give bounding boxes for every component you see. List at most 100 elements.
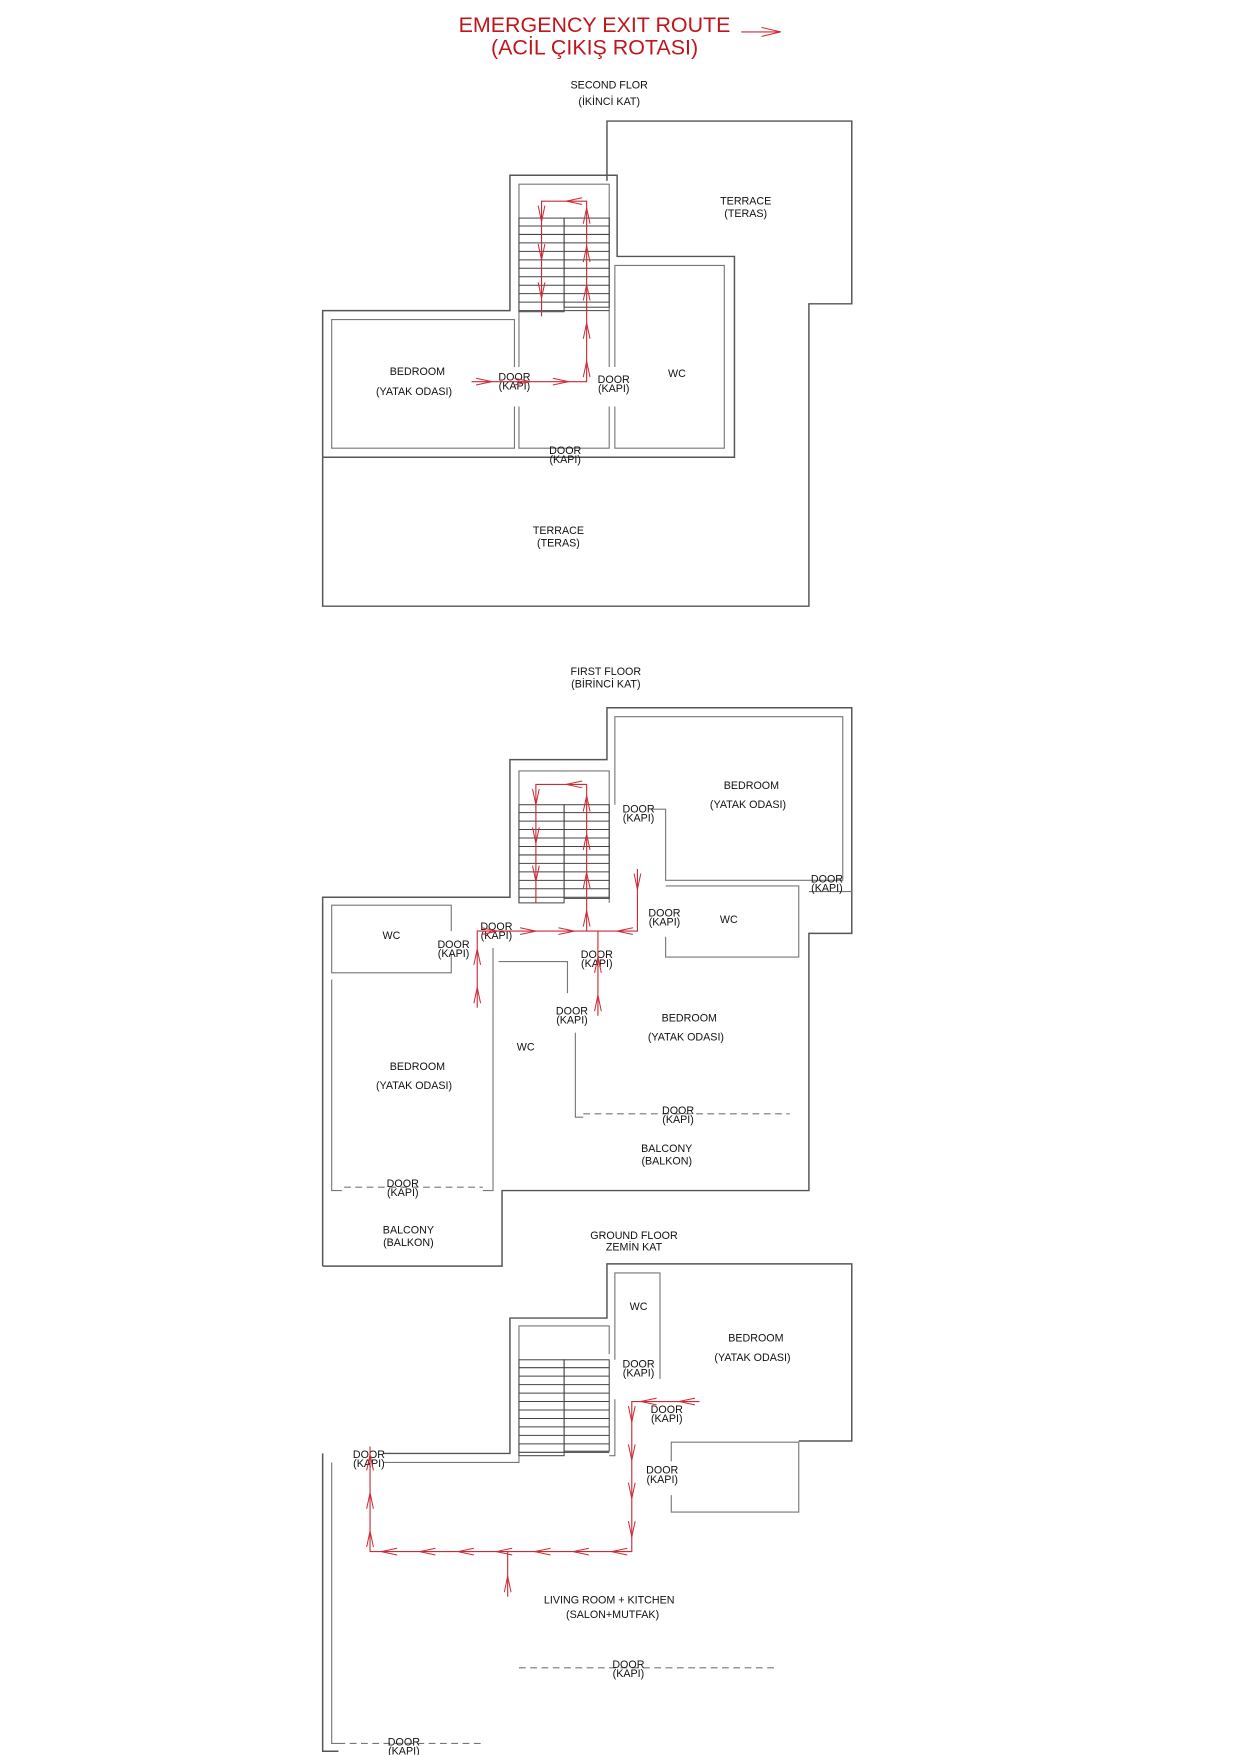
door-label: (KAPI)	[556, 1015, 588, 1027]
route-arrow-icon	[582, 872, 591, 889]
room-label: LIVING ROOM + KITCHEN	[544, 1594, 675, 1606]
room-label: WC	[517, 1042, 535, 1054]
room-label: (YATAK ODASI)	[714, 1352, 790, 1364]
staircase	[518, 804, 610, 904]
route-arrow-icon	[366, 1492, 374, 1509]
room-label: WC	[630, 1301, 648, 1313]
door-label: (KAPI)	[353, 1458, 385, 1470]
floor-title: GROUND FLOOR	[590, 1230, 678, 1242]
route-arrow-icon	[627, 1444, 636, 1461]
stair-flight	[518, 804, 565, 904]
door-label: DOOR	[612, 1659, 644, 1671]
exit-routes	[366, 197, 700, 1597]
room-label: (TERAS)	[724, 208, 767, 220]
floor-title: SECOND FLOR	[571, 79, 649, 91]
door-label: DOOR	[646, 1465, 678, 1477]
route-arrow-icon	[573, 1547, 590, 1556]
route-arrow-icon	[534, 1547, 551, 1556]
route-arrow-icon	[514, 377, 531, 386]
room-label: BEDROOM	[662, 1012, 717, 1024]
legend-arrow-icon	[741, 26, 781, 37]
room-label: (YATAK ODASI)	[376, 386, 452, 398]
route-arrow-icon	[503, 1576, 512, 1593]
door-label: (KAPI)	[388, 1746, 420, 1755]
route-arrow-icon	[582, 207, 591, 224]
room-label: (BALKON)	[383, 1237, 434, 1249]
route-arrow-icon	[496, 1547, 513, 1556]
room-label: TERRACE	[720, 196, 771, 208]
route-arrow-icon	[537, 205, 546, 222]
door-label: DOOR	[622, 804, 654, 816]
door-label: DOOR	[353, 1449, 385, 1461]
door-label: (KAPI)	[613, 1668, 645, 1680]
route-arrow-icon	[475, 377, 492, 386]
room-label: WC	[668, 368, 686, 380]
route-arrow-icon	[419, 1547, 436, 1556]
exit-route	[503, 1551, 512, 1597]
door-label: DOOR	[480, 921, 512, 933]
room-label: (YATAK ODASI)	[710, 799, 786, 811]
door-label: DOOR	[437, 939, 469, 951]
door-label: DOOR	[662, 1105, 694, 1117]
route-arrow-icon	[566, 197, 583, 206]
ground-floor-plan: GROUND FLOOR ZEMİN KAT WC BEDROOM (YATAK…	[321, 1230, 853, 1755]
door-label: DOOR	[549, 445, 581, 457]
room-label: BEDROOM	[728, 1333, 783, 1345]
door-label: (KAPI)	[438, 948, 470, 960]
room-label: BALCONY	[383, 1224, 434, 1236]
route-arrow-icon	[537, 282, 546, 299]
floor-title-tr: ZEMİN KAT	[606, 1240, 663, 1253]
exit-route	[473, 927, 587, 1008]
door-label: (KAPI)	[662, 1114, 694, 1126]
room-label: (YATAK ODASI)	[376, 1080, 452, 1092]
door-label: DOOR	[622, 1359, 654, 1371]
route-arrow-icon	[594, 995, 602, 1012]
route-arrow-icon	[566, 780, 583, 789]
exit-route	[366, 1397, 700, 1556]
route-arrow-icon	[582, 284, 591, 301]
route-arrow-icon	[582, 910, 591, 927]
route-arrow-icon	[532, 827, 540, 844]
route-arrow-icon	[532, 788, 540, 805]
route-arrow-icon	[582, 322, 591, 339]
route-arrow-icon	[627, 1521, 636, 1538]
room-label: BEDROOM	[724, 780, 779, 792]
door-label: (KAPI)	[549, 454, 581, 466]
door-label: DOOR	[388, 1737, 420, 1749]
title-line-1: EMERGENCY EXIT ROUTE	[459, 13, 731, 37]
room-label: (SALON+MUTFAK)	[566, 1609, 659, 1621]
door-label: (KAPI)	[811, 883, 843, 895]
route-arrow-icon	[582, 795, 591, 812]
route-arrow-icon	[627, 1405, 636, 1422]
door-label: (KAPI)	[387, 1187, 419, 1199]
room-label: BALCONY	[641, 1143, 692, 1155]
route-arrow-icon	[481, 927, 498, 935]
floor-title: FIRST FLOOR	[571, 666, 642, 678]
stair-flight	[563, 1359, 610, 1452]
route-arrow-icon	[552, 377, 569, 386]
floor-title-tr: (İKİNCİ KAT)	[578, 95, 640, 108]
route-arrow-icon	[381, 1547, 398, 1556]
room-label: WC	[383, 930, 401, 942]
route-arrow-icon	[473, 949, 482, 966]
door-label: (KAPI)	[623, 1368, 655, 1380]
route-arrow-icon	[640, 1397, 657, 1406]
door-label: DOOR	[556, 1006, 588, 1018]
door-label: (KAPI)	[651, 1413, 683, 1425]
route-arrow-icon	[633, 873, 642, 890]
room-label: (BALKON)	[641, 1156, 692, 1168]
room-label: BEDROOM	[390, 366, 445, 378]
exit-route	[471, 197, 591, 386]
door-label: (KAPI)	[598, 383, 630, 395]
route-arrow-icon	[366, 1531, 374, 1548]
door-label: DOOR	[387, 1178, 419, 1190]
stair-flight	[518, 1359, 565, 1457]
route-arrow-icon	[582, 361, 591, 378]
route-arrow-icon	[627, 1482, 636, 1499]
route-arrow-icon	[457, 1547, 474, 1556]
door-label: DOOR	[651, 1404, 683, 1416]
route-arrow-icon	[558, 927, 575, 935]
route-arrow-icon	[679, 1397, 696, 1406]
route-arrow-icon	[473, 987, 482, 1004]
room-label: BEDROOM	[390, 1061, 445, 1073]
